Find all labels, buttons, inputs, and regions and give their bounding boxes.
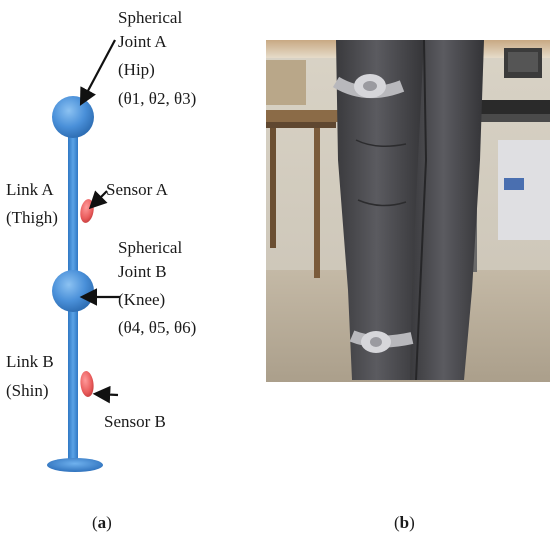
joint-b-angles: (θ4, θ5, θ6) xyxy=(118,318,197,337)
joint-a-label-line1: Spherical xyxy=(118,8,183,27)
sensor-b-marker xyxy=(80,371,94,397)
panel-b-photo xyxy=(266,40,550,382)
caption-a: (a) xyxy=(92,513,112,532)
joint-a-label-line3: (Hip) xyxy=(118,60,155,79)
joint-b-knee xyxy=(52,270,94,312)
link-b-label-line2: (Shin) xyxy=(6,381,49,400)
arrow-to-sensor-a xyxy=(88,190,108,210)
link-b-shin xyxy=(68,305,78,463)
link-b-label-line1: Link B xyxy=(6,352,54,371)
joint-a-label-line2: Joint A xyxy=(118,32,167,51)
sensor-a-label: Sensor A xyxy=(106,180,168,199)
caption-b: (b) xyxy=(394,513,415,532)
joint-a-angles: (θ1, θ2, θ3) xyxy=(118,89,197,108)
link-a-label-line1: Link A xyxy=(6,180,54,199)
foot-base xyxy=(47,458,103,472)
joint-b-label-line2: Joint B xyxy=(118,262,167,281)
arrow-to-sensor-b xyxy=(92,385,119,404)
sensor-a-marker xyxy=(80,199,94,223)
link-a-thigh xyxy=(68,125,78,275)
joint-b-label-line1: Spherical xyxy=(118,238,183,257)
arrow-to-hip xyxy=(79,39,116,106)
joint-a-hip xyxy=(52,96,94,138)
joint-b-label-line3: (Knee) xyxy=(118,290,166,309)
link-a-label-line2: (Thigh) xyxy=(6,208,58,227)
sensor-b-label: Sensor B xyxy=(104,412,166,431)
